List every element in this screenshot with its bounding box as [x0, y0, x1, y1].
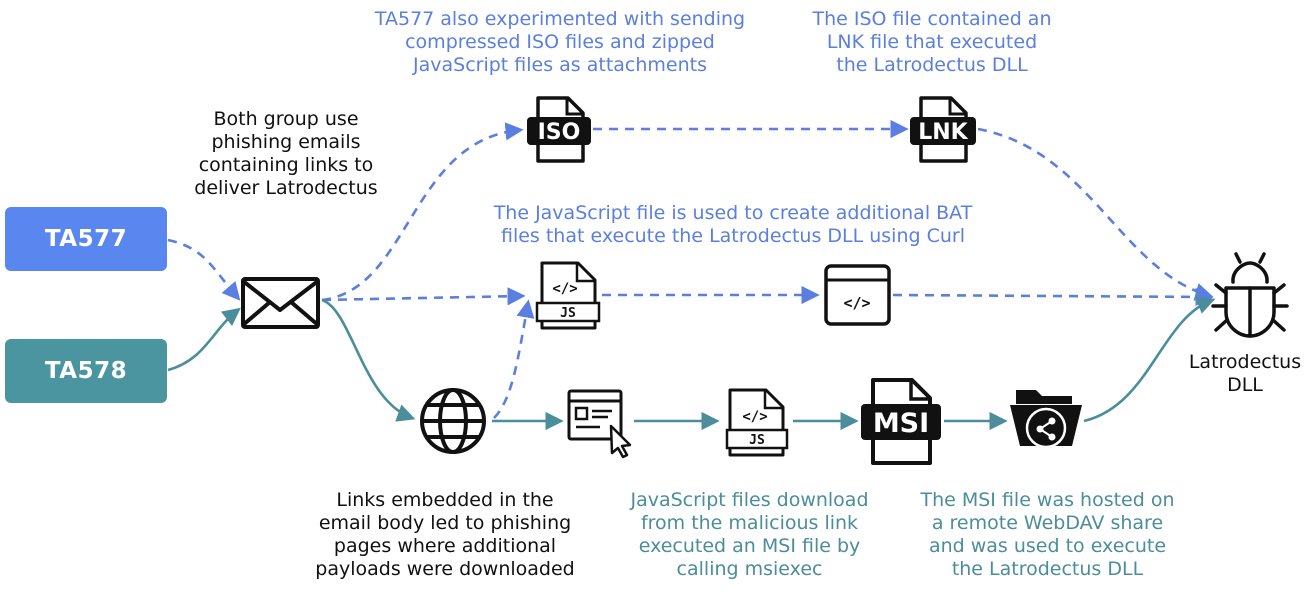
bug-icon	[1211, 252, 1289, 338]
msi-label: MSI	[873, 408, 929, 439]
lnk-label: LNK	[918, 120, 968, 145]
target-label-line: DLL	[1227, 374, 1263, 396]
envelope-icon	[241, 277, 320, 329]
email-note-line: deliver Latrodectus	[194, 177, 378, 199]
target-label: Latrodectus DLL	[1180, 351, 1310, 397]
js-file-icon: </> JS	[535, 261, 601, 330]
actor-ta578: TA578	[5, 339, 167, 403]
edge-email-to-js	[321, 287, 526, 306]
jsdl-note-line: JavaScript files download	[630, 489, 869, 511]
jsdl-note: JavaScript files download from the malic…	[612, 489, 887, 581]
jsdl-note-line: calling msiexec	[676, 558, 823, 580]
lnk-file-icon: LNK	[910, 96, 976, 163]
edge-ta578-to-email	[167, 307, 241, 372]
msi-note-line: and was used to execute	[928, 535, 1167, 557]
js-label: JS	[560, 306, 576, 321]
msi-note-line: The MSI file was hosted on	[920, 489, 1175, 511]
links-note: Links embedded in the email body led to …	[300, 489, 590, 581]
edge-ta577-to-email	[167, 238, 241, 301]
edge-folder-to-dll	[1083, 296, 1216, 423]
iso-note-line: JavaScript files as attachments	[413, 54, 707, 76]
msi-note-line: the Latrodectus DLL	[951, 558, 1144, 580]
globe-icon	[420, 388, 486, 454]
js-file-icon: </> JS	[725, 388, 789, 457]
email-note-line: Both group use	[213, 108, 359, 130]
email-note: Both group use phishing emails containin…	[176, 108, 396, 200]
shared-folder-icon	[1010, 390, 1082, 449]
links-note-line: payloads were downloaded	[315, 558, 575, 580]
jsdl-note-line: from the malicious link	[640, 512, 859, 534]
iso-note: TA577 also experimented with sending com…	[350, 8, 770, 77]
target-label-line: Latrodectus	[1188, 351, 1302, 373]
edge-lnk-to-dll	[977, 127, 1214, 301]
links-note-line: Links embedded in the	[336, 489, 554, 511]
js-note-line: files that execute the Latrodectus DLL u…	[500, 225, 965, 247]
webpage-cursor-icon	[567, 389, 632, 459]
iso-file-icon: ISO	[527, 96, 591, 163]
js-note: The JavaScript file is used to create ad…	[468, 202, 998, 248]
js2-label: JS	[749, 433, 765, 448]
msi-note-line: a remote WebDAV share	[931, 512, 1164, 534]
edge-email-to-globe	[321, 298, 416, 422]
edge-globe-to-js	[493, 299, 535, 419]
jsdl-note-line: executed an MSI file by	[638, 535, 861, 557]
email-note-line: containing links to	[198, 154, 374, 176]
links-note-line: pages where additional	[333, 535, 557, 557]
iso-note-line: TA577 also experimented with sending	[374, 8, 746, 30]
msi-file-icon: MSI	[861, 378, 941, 465]
edge-browser-to-dll	[892, 287, 1214, 307]
edge-email-to-iso	[321, 122, 524, 302]
msi-note: The MSI file was hosted on a remote WebD…	[905, 489, 1190, 581]
browser-code-icon: </>	[824, 264, 891, 326]
js2-code-tag: </>	[742, 409, 767, 425]
js-code-tag: </>	[552, 281, 577, 297]
browser-code-tag: </>	[843, 294, 870, 312]
links-note-line: email body led to phishing	[318, 512, 572, 534]
lnk-note-line: the Latrodectus DLL	[836, 54, 1028, 76]
js-note-line: The JavaScript file is used to create ad…	[493, 202, 973, 224]
email-note-line: phishing emails	[211, 131, 361, 153]
iso-label: ISO	[538, 120, 581, 145]
lnk-note-line: LNK file that executed	[826, 31, 1038, 53]
actor-ta577: TA577	[5, 207, 167, 271]
lnk-note-line: The ISO file contained an	[812, 8, 1052, 30]
lnk-note: The ISO file contained an LNK file that …	[792, 8, 1072, 77]
iso-note-line: compressed ISO files and zipped	[405, 31, 715, 53]
